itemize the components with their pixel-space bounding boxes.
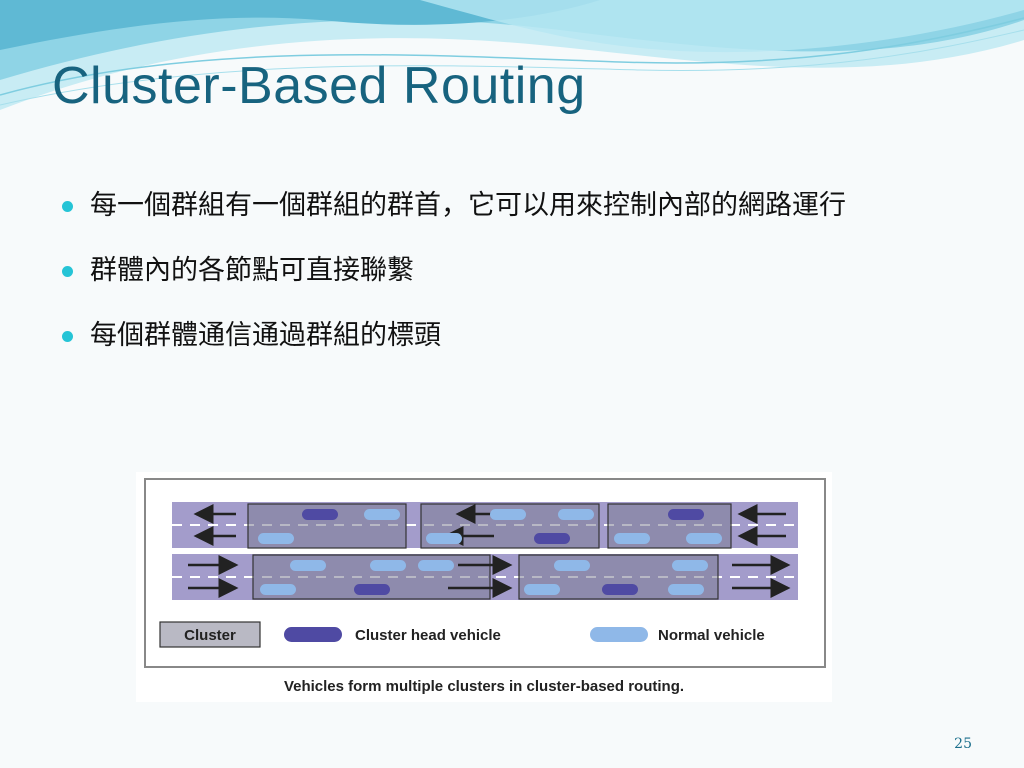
cluster-diagram: Cluster Cluster head vehicle Normal vehi… <box>159 502 798 648</box>
bullet-item: 每一個群組有一個群組的群首，它可以用來控制內部的網路運行 <box>58 190 958 221</box>
normal-vehicle <box>554 560 590 571</box>
normal-vehicle <box>558 509 594 520</box>
normal-vehicle <box>370 560 406 571</box>
bullet-marker <box>62 331 73 342</box>
legend-normal-swatch <box>590 627 648 642</box>
figure-caption: Vehicles form multiple clusters in clust… <box>283 678 685 695</box>
cluster-head-vehicle <box>602 584 638 595</box>
cluster-routing-figure: Cluster Cluster head vehicle Normal vehi… <box>136 472 832 702</box>
slide-title: Cluster-Based Routing <box>52 57 586 115</box>
normal-vehicle <box>418 560 454 571</box>
cluster-head-vehicle <box>354 584 390 595</box>
normal-vehicle <box>290 560 326 571</box>
legend-normal-label: Normal vehicle <box>658 627 765 644</box>
bullet-marker <box>62 266 73 277</box>
legend-cluster-label: Cluster <box>184 627 236 644</box>
normal-vehicle <box>364 509 400 520</box>
bullet-marker <box>62 201 73 212</box>
normal-vehicle <box>260 584 296 595</box>
bullet-text: 每一個群組有一個群組的群首，它可以用來控制內部的網路運行 <box>90 190 846 221</box>
slide-number: 25 <box>954 736 972 752</box>
cluster-head-vehicle <box>302 509 338 520</box>
normal-vehicle <box>258 533 294 544</box>
legend-cluster-head-label: Cluster head vehicle <box>355 627 501 644</box>
bullet-list: 每一個群組有一個群組的群首，它可以用來控制內部的網路運行 群體內的各節點可直接聯… <box>58 190 958 351</box>
bullet-item: 每個群體通信通過群組的標頭 <box>58 320 958 351</box>
normal-vehicle <box>686 533 722 544</box>
normal-vehicle <box>524 584 560 595</box>
normal-vehicle <box>490 509 526 520</box>
normal-vehicle <box>668 584 704 595</box>
bullet-text: 群體內的各節點可直接聯繫 <box>90 255 414 286</box>
bullet-item: 群體內的各節點可直接聯繫 <box>58 255 958 286</box>
legend-cluster-swatch <box>159 621 261 648</box>
normal-vehicle <box>614 533 650 544</box>
cluster-head-vehicle <box>534 533 570 544</box>
legend-cluster-head-swatch <box>284 627 342 642</box>
header-wave-decoration <box>0 0 1024 110</box>
normal-vehicle <box>426 533 462 544</box>
cluster-head-vehicle <box>668 509 704 520</box>
normal-vehicle <box>672 560 708 571</box>
bullet-text: 每個群體通信通過群組的標頭 <box>90 320 441 351</box>
